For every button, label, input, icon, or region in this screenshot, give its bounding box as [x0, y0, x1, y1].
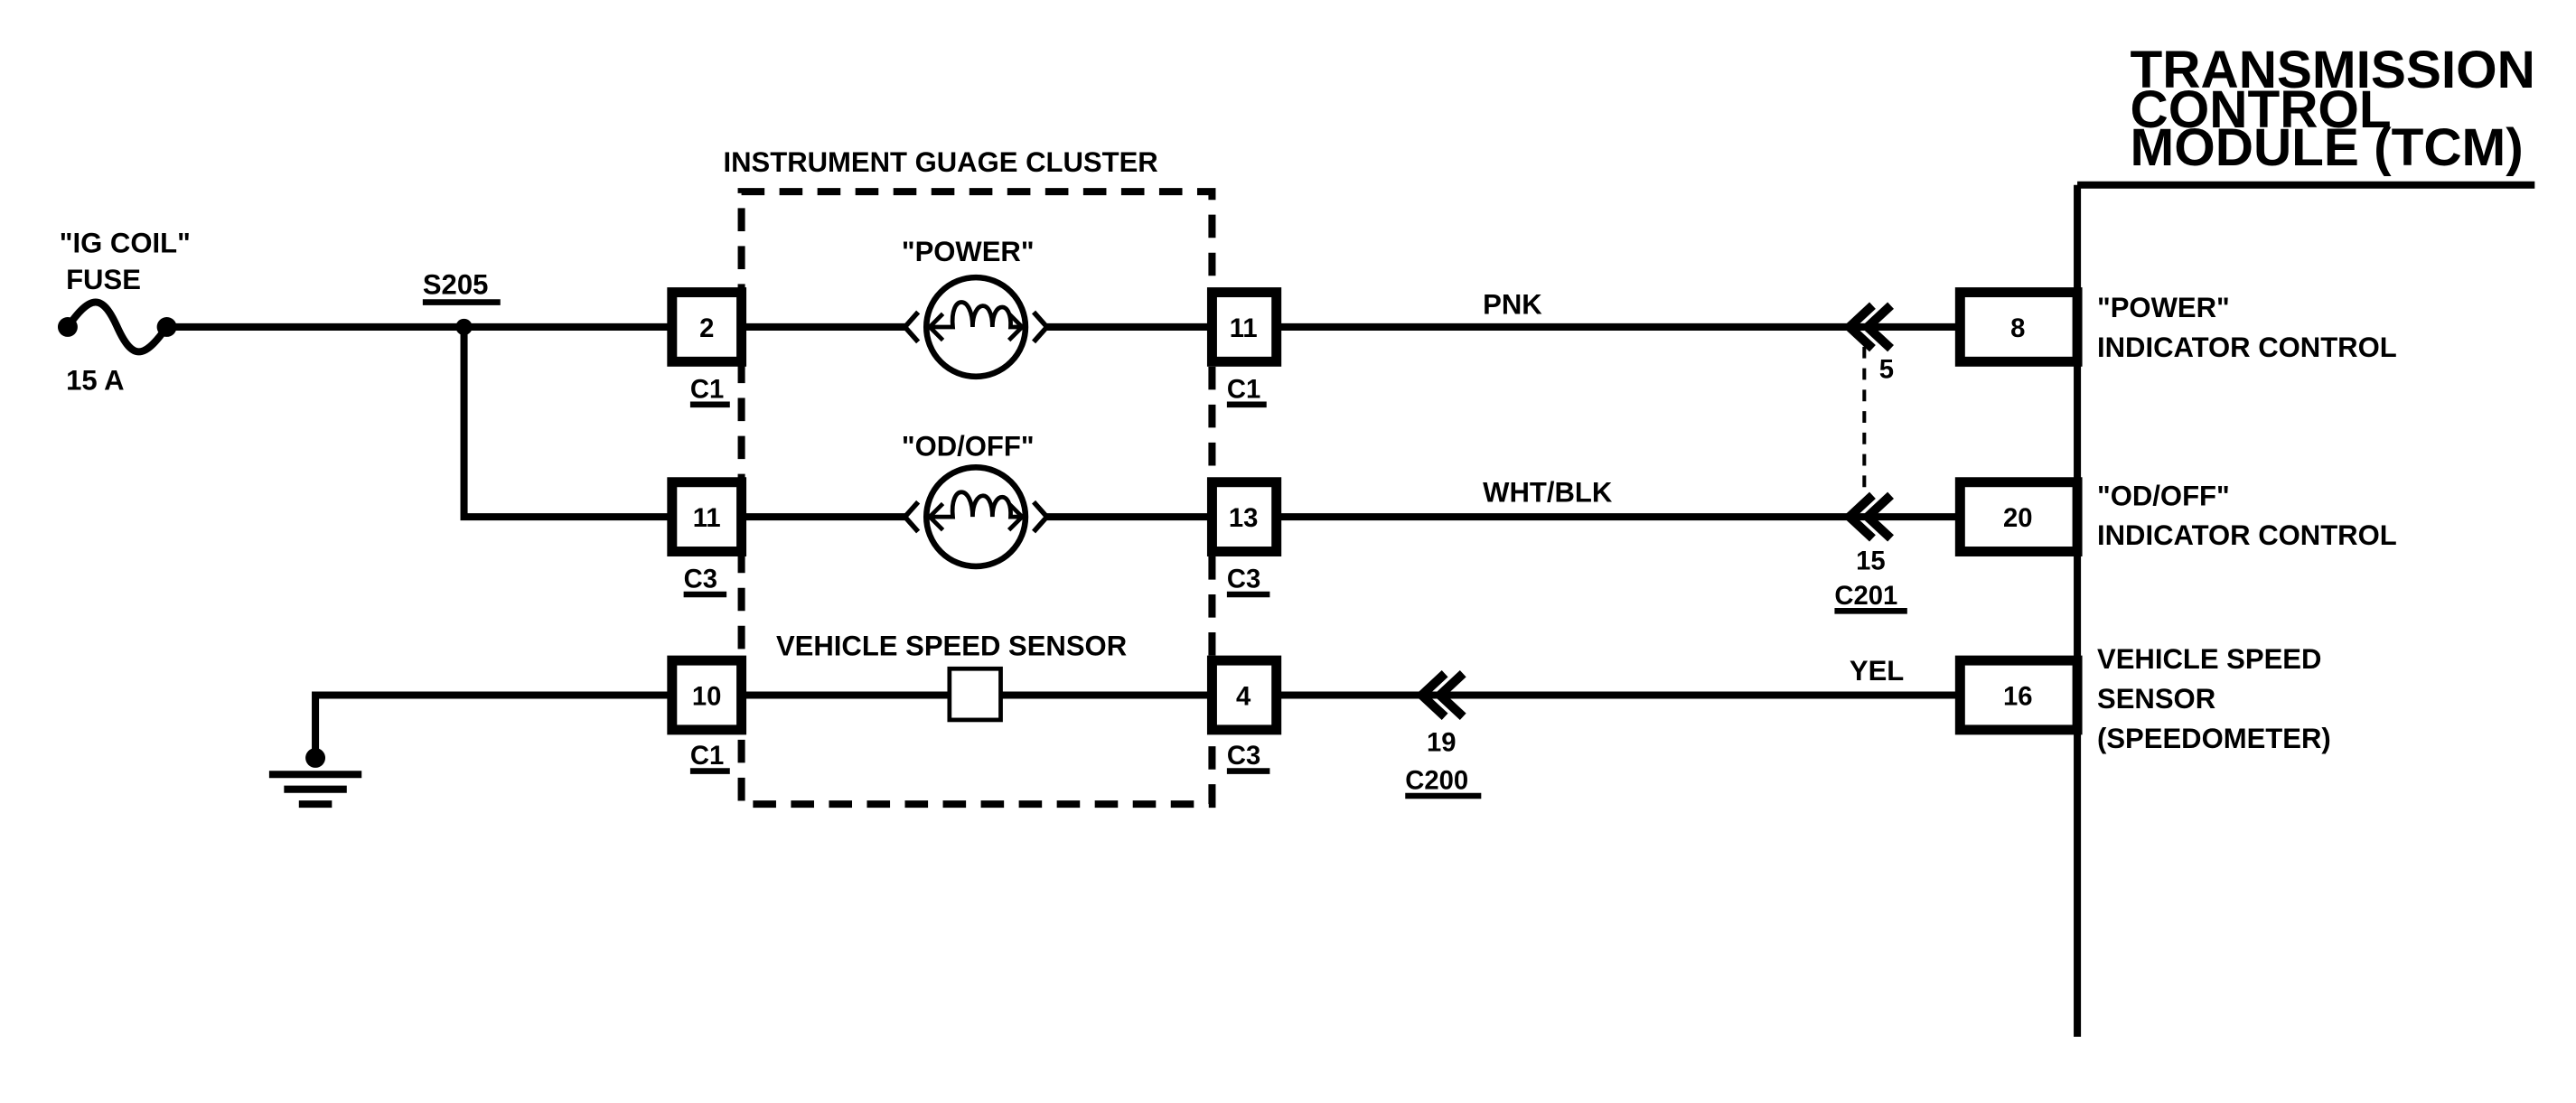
wire-ground-to-c1-10	[312, 691, 672, 752]
tcm-pin-box-8	[1954, 287, 2083, 367]
vss-internal-symbol	[947, 666, 1003, 723]
splice-label: S205	[423, 268, 489, 300]
tcm-label-odoff-2: INDICATOR CONTROL	[2097, 519, 2397, 551]
tcm-module: TRANSMISSION CONTROL MODULE (TCM)	[2074, 41, 2535, 1037]
c200-chevron-2	[1433, 670, 1466, 720]
power-lamp-icon	[901, 274, 1051, 380]
wire-color-yel: YEL	[1850, 655, 1904, 687]
pin-c1-2: 2	[699, 314, 714, 343]
c201-mid-chevron-2	[1860, 491, 1894, 542]
c201-top-chevron-2	[1860, 302, 1894, 352]
ground-symbol	[268, 747, 362, 809]
fuse-symbol	[64, 298, 170, 356]
fuse-label-1: "IG COIL"	[60, 228, 191, 259]
wire-splice-to-c3-11	[460, 326, 672, 521]
tcm-label-power-2: INDICATOR CONTROL	[2097, 332, 2397, 363]
conn-c1-right-top: C1	[1227, 376, 1260, 405]
tcm-pin-box-16	[1954, 655, 2083, 735]
c201-pin-5: 5	[1879, 356, 1894, 385]
tcm-title-line3: MODULE (TCM)	[2131, 118, 2524, 177]
conn-c1-left-top: C1	[690, 376, 724, 405]
c200-name: C200	[1405, 767, 1468, 796]
pin-c3-11: 11	[693, 504, 721, 533]
tcm-pin-16: 16	[2003, 682, 2033, 711]
c201-name: C201	[1834, 582, 1897, 611]
c200-chevron-1	[1415, 670, 1448, 720]
odoff-lamp-icon	[901, 464, 1051, 570]
cluster-pins-left: 2 11 10 C1 C3 C1	[667, 287, 747, 774]
pin-c3-4: 4	[1236, 682, 1251, 711]
tcm-pin-20: 20	[2003, 504, 2033, 533]
odoff-lamp-label: "OD/OFF"	[902, 431, 1035, 463]
tcm-pin-box-20	[1954, 477, 2083, 556]
pin-box-c1-10	[667, 655, 747, 735]
conn-c3-right-bot: C3	[1227, 742, 1260, 771]
conn-c3-right-mid: C3	[1227, 566, 1260, 594]
wire-color-wht-blk: WHT/BLK	[1483, 477, 1613, 509]
vss-internal-label: VEHICLE SPEED SENSOR	[776, 631, 1127, 662]
c201-mid-chevron-1	[1842, 491, 1876, 542]
tcm-label-vss-1: VEHICLE SPEED	[2097, 643, 2321, 675]
pin-c1-11: 11	[1230, 314, 1258, 343]
pin-box-c3-13	[1206, 477, 1282, 556]
fuse-rating: 15 A	[66, 364, 124, 396]
tcm-label-vss-3: (SPEEDOMETER)	[2097, 723, 2331, 754]
tcm-label-odoff-1: "OD/OFF"	[2097, 480, 2230, 511]
splice-s205: S205	[422, 268, 501, 336]
tcm-title-line1: TRANSMISSION	[2131, 41, 2535, 99]
tcm-label-power-1: "POWER"	[2097, 292, 2230, 323]
tcm-label-vss-2: SENSOR	[2097, 683, 2215, 715]
conn-c3-left-mid: C3	[684, 566, 717, 594]
tcm-pin-8: 8	[2010, 314, 2025, 343]
inline-connector-c201: 5 15 C201	[1834, 302, 1907, 614]
ground-dot	[305, 747, 326, 768]
conn-c1-left-bot: C1	[690, 742, 724, 771]
tcm-pins: 8 20 16	[1954, 287, 2083, 735]
pin-box-c1-11	[1206, 287, 1282, 367]
cluster-title: INSTRUMENT GUAGE CLUSTER	[723, 146, 1157, 178]
pin-box-c1-2	[667, 287, 747, 367]
pin-box-c3-4	[1206, 655, 1282, 735]
c200-pin-19: 19	[1427, 729, 1457, 758]
pin-box-c3-11	[667, 477, 747, 556]
wire-color-pnk: PNK	[1483, 288, 1542, 320]
tcm-circuit-labels: "POWER" INDICATOR CONTROL "OD/OFF" INDIC…	[2097, 292, 2397, 754]
tcm-title-line2: CONTROL	[2131, 80, 2392, 139]
cluster-pins-right: 11 13 4 C1 C3 C3	[1206, 287, 1282, 774]
c201-pin-15: 15	[1856, 547, 1886, 576]
fuse-label-2: FUSE	[66, 264, 141, 295]
pin-c3-13: 13	[1229, 504, 1259, 533]
power-lamp-label: "POWER"	[902, 236, 1035, 267]
pin-c1-10: 10	[692, 682, 722, 711]
inline-connector-c200: 19 C200	[1405, 670, 1482, 799]
c201-top-chevron-1	[1842, 302, 1876, 352]
